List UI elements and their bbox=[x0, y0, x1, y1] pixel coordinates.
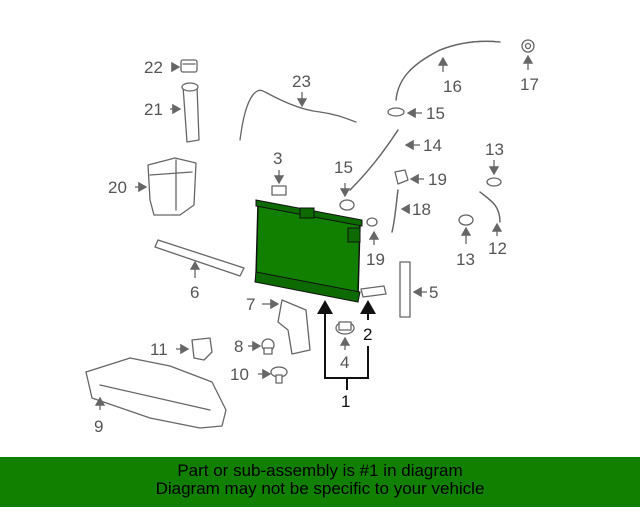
callout-7: 7 bbox=[246, 295, 255, 314]
callout-19-lower: 19 bbox=[366, 250, 385, 269]
callout-14: 14 bbox=[423, 136, 442, 155]
callout-5: 5 bbox=[429, 283, 438, 302]
part-7-deflector bbox=[277, 299, 311, 355]
part-19-fitting bbox=[394, 169, 409, 185]
callout-4: 4 bbox=[340, 353, 349, 372]
callout-9: 9 bbox=[94, 417, 103, 436]
part-22-cap bbox=[180, 59, 198, 73]
part-10-pin bbox=[270, 366, 288, 384]
callout-21: 21 bbox=[144, 100, 163, 119]
callout-15-upper: 15 bbox=[426, 104, 445, 123]
callout-20: 20 bbox=[108, 178, 127, 197]
footer-line-2: Diagram may not be specific to your vehi… bbox=[155, 479, 485, 498]
footer-banner: Part or sub-assembly is #1 in diagram Di… bbox=[0, 457, 640, 507]
part-9-shield bbox=[85, 357, 227, 429]
part-1-radiator bbox=[254, 199, 363, 303]
part-13-clamp-upper bbox=[486, 177, 502, 187]
callout-1: 1 bbox=[341, 392, 350, 411]
parts-diagram: 22 21 20 6 23 3 2 bbox=[85, 39, 539, 436]
part-4-isolator bbox=[335, 321, 355, 335]
callout-19: 19 bbox=[428, 170, 447, 189]
part-13-clamp-lower bbox=[458, 214, 474, 226]
part-11-bracket bbox=[191, 337, 213, 361]
part-15-clamp-upper bbox=[387, 107, 405, 117]
callout-6: 6 bbox=[190, 283, 199, 302]
callout-12: 12 bbox=[488, 239, 507, 258]
part-2-bracket bbox=[360, 285, 387, 298]
callout-22: 22 bbox=[144, 58, 163, 77]
callout-13-lower: 13 bbox=[456, 250, 475, 269]
callout-8: 8 bbox=[234, 337, 243, 356]
part-8-pin bbox=[261, 338, 275, 355]
callout-10: 10 bbox=[230, 365, 249, 384]
part-21-filler-neck bbox=[181, 82, 200, 143]
part-19-clamp bbox=[366, 217, 378, 227]
callout-13-upper: 13 bbox=[485, 140, 504, 159]
callout-18: 18 bbox=[412, 200, 431, 219]
callout-11: 11 bbox=[150, 340, 168, 359]
part-6-seal bbox=[154, 239, 245, 277]
part-17-ring bbox=[521, 39, 535, 53]
part-5-baffle bbox=[399, 261, 411, 318]
part-15-clamp-lower bbox=[339, 199, 355, 211]
part-20-coolant-reservoir bbox=[147, 157, 197, 216]
footer-line-1: Part or sub-assembly is #1 in diagram bbox=[177, 461, 463, 480]
callout-16: 16 bbox=[443, 77, 462, 96]
callout-3: 3 bbox=[273, 149, 282, 168]
callout-23: 23 bbox=[292, 72, 311, 91]
part-3-bracket bbox=[271, 185, 287, 196]
callout-2: 2 bbox=[363, 325, 372, 344]
callout-17: 17 bbox=[520, 75, 539, 94]
callout-15-lower: 15 bbox=[334, 158, 353, 177]
